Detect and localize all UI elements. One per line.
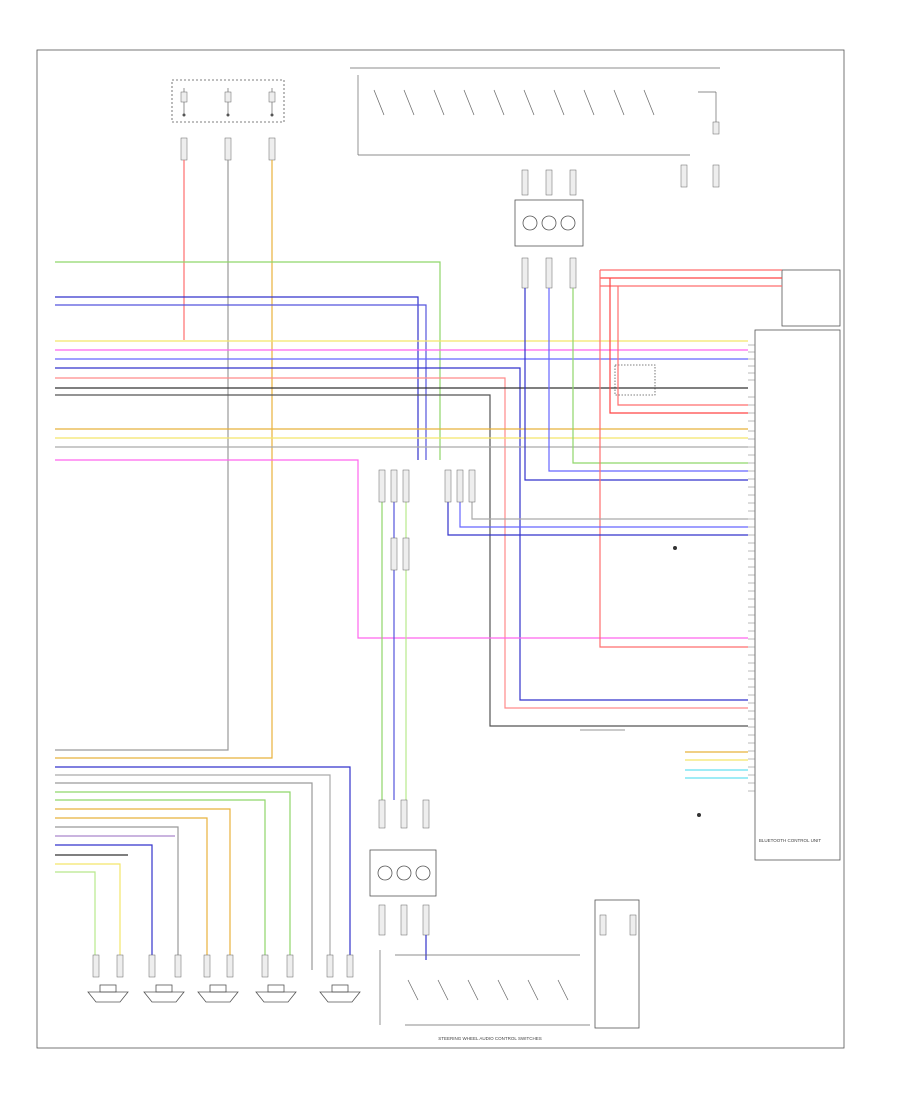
wire-green-low-2: [55, 799, 266, 970]
lower-clockspring: [369, 799, 437, 960]
wire-orange-low-2: [55, 817, 208, 970]
upper-clockspring: [514, 169, 584, 289]
wire-gray-fuse: [55, 160, 229, 751]
wire-blue-mid: [447, 500, 748, 536]
wire-gray-low-2: [55, 782, 313, 970]
diagram-frame: [36, 49, 845, 1049]
wire-blue-cs: [524, 288, 748, 481]
label-steering-audio-switches: STEERING WHEEL AUDIO CONTROL SWITCHES: [438, 1036, 541, 1041]
wire-orange-low-1: [55, 808, 231, 970]
wire-gray-low-1: [55, 774, 331, 970]
wire-magenta-2: [55, 459, 748, 639]
wire-gray-mid: [471, 500, 748, 520]
lower-steering-switches: [379, 899, 640, 1029]
wire-gray-low-3: [55, 826, 179, 970]
wire-blue-4: [55, 367, 748, 701]
wire-pink-1: [55, 377, 748, 709]
wire-lightgreen-low: [55, 871, 96, 970]
wire-green-top: [55, 261, 441, 460]
wire-red-down: [599, 270, 748, 648]
wire-black-2: [55, 394, 748, 727]
wire-harness: [55, 160, 782, 970]
speakers: [87, 954, 361, 1003]
speaker-right-front-subwoofer: [197, 954, 239, 1003]
wire-yellow-low: [55, 863, 121, 970]
wire-lightblue-cs: [548, 288, 748, 472]
fuse-block: [171, 79, 285, 161]
speaker-left-front-tweeter: [87, 954, 129, 1003]
wire-blue-mid2: [459, 500, 748, 528]
mid-connectors: [378, 469, 476, 571]
wire-blue-1: [55, 296, 419, 460]
wire-blue-low-1: [55, 766, 351, 970]
upper-steering-switches: [350, 67, 720, 188]
wire-orange-fuse: [55, 160, 273, 759]
speaker-left-rear-subwoofer: [255, 954, 297, 1003]
wire-red-mid2: [617, 286, 748, 406]
wire-blue-2: [55, 304, 427, 460]
speaker-right-rear-tweeter: [319, 954, 361, 1003]
label-bluetooth-control-unit: BLUETOOTH CONTROL UNIT: [759, 838, 822, 843]
wire-green-low-1: [55, 791, 291, 970]
wire-red-mid: [609, 278, 748, 414]
audio-unit-module: [614, 269, 841, 861]
wire-blue-low-2: [55, 844, 153, 970]
wire-green-cs: [572, 288, 748, 464]
speaker-right-front-tweeter: [143, 954, 185, 1003]
